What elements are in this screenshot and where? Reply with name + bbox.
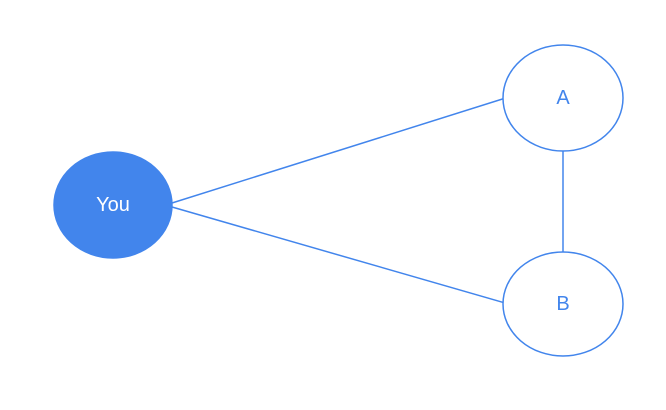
edge-you-b bbox=[171, 206, 513, 306]
edge-you-a bbox=[171, 95, 513, 204]
node-you[interactable]: You bbox=[53, 151, 173, 259]
node-a[interactable]: A bbox=[502, 44, 624, 152]
node-you-shape[interactable] bbox=[53, 151, 173, 259]
node-b-shape[interactable] bbox=[502, 251, 624, 357]
node-a-label: A bbox=[556, 87, 570, 109]
node-you-label: You bbox=[96, 194, 130, 216]
node-b-label: B bbox=[556, 293, 569, 315]
node-b[interactable]: B bbox=[502, 251, 624, 357]
edge-layer bbox=[171, 95, 564, 306]
node-a-shape[interactable] bbox=[502, 44, 624, 152]
